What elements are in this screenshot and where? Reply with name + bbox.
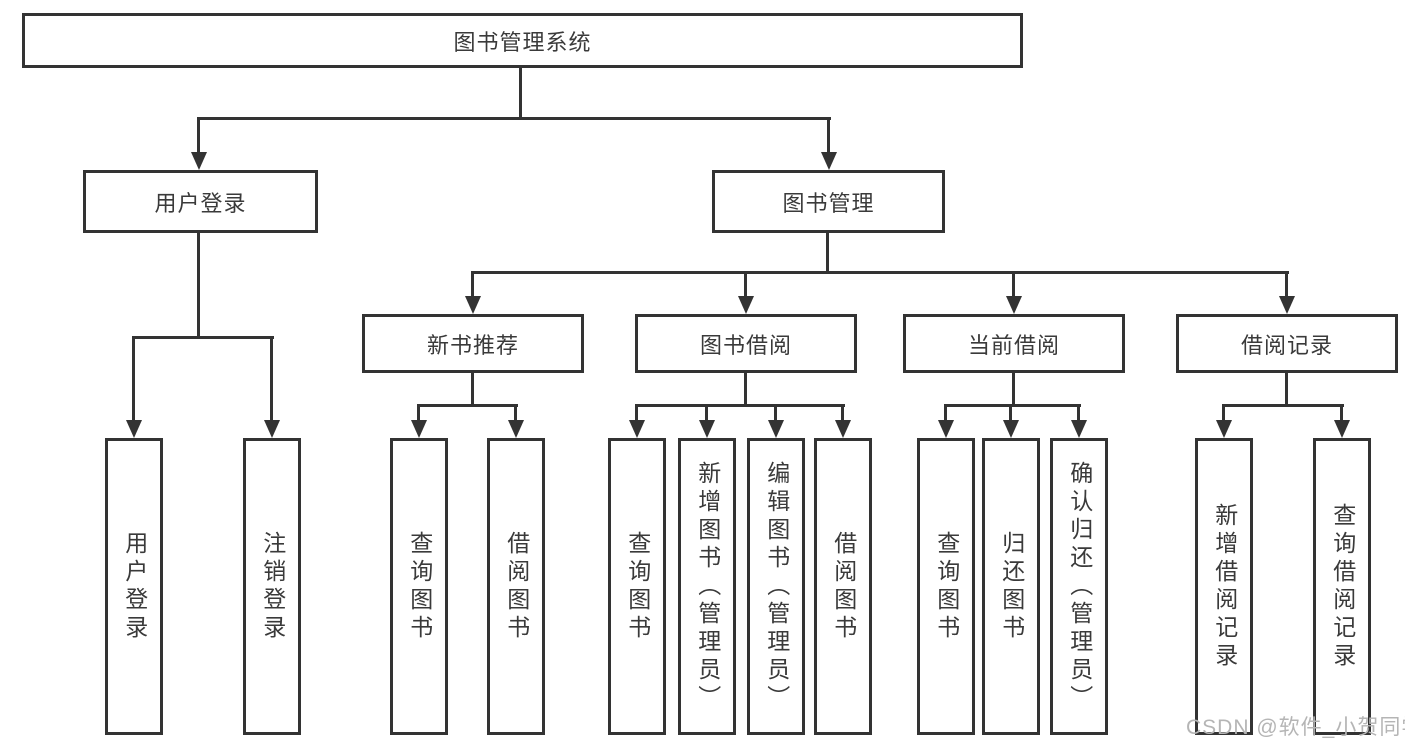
arrowhead-icon xyxy=(411,420,427,438)
connector-line xyxy=(514,404,517,422)
connector-line xyxy=(197,117,831,120)
connector-line xyxy=(1222,404,1344,407)
arrowhead-icon xyxy=(1216,420,1232,438)
arrowhead-icon xyxy=(768,420,784,438)
connector-line xyxy=(635,404,845,407)
node-book-borrow: 图书借阅 xyxy=(635,314,857,373)
connector-line xyxy=(827,117,830,154)
leaf-logout: 注销登录 xyxy=(243,438,301,735)
connector-line xyxy=(132,336,135,422)
leaf-edit-book-admin: 编辑图书（管理员） xyxy=(747,438,805,735)
connector-line xyxy=(1077,404,1080,422)
connector-line xyxy=(270,336,273,422)
arrowhead-icon xyxy=(1006,296,1022,314)
connector-line xyxy=(132,336,274,339)
arrowhead-icon xyxy=(629,420,645,438)
connector-line xyxy=(471,271,1289,274)
connector-line xyxy=(1222,404,1225,422)
node-user-login: 用户登录 xyxy=(83,170,318,233)
leaf-user-login: 用户登录 xyxy=(105,438,163,735)
connector-line xyxy=(841,404,844,422)
connector-line xyxy=(1340,404,1343,422)
connector-line xyxy=(1285,271,1288,298)
connector-line xyxy=(944,404,1081,407)
leaf-return-book: 归还图书 xyxy=(982,438,1040,735)
connector-line xyxy=(1012,271,1015,298)
arrowhead-icon xyxy=(508,420,524,438)
arrowhead-icon xyxy=(938,420,954,438)
arrowhead-icon xyxy=(264,420,280,438)
node-borrow-record: 借阅记录 xyxy=(1176,314,1398,373)
connector-line xyxy=(944,404,947,422)
leaf-newbook-query-book: 查询图书 xyxy=(390,438,448,735)
arrowhead-icon xyxy=(1279,296,1295,314)
arrowhead-icon xyxy=(738,296,754,314)
leaf-borrow-book: 借阅图书 xyxy=(814,438,872,735)
connector-line xyxy=(705,404,708,422)
leaf-add-book-admin: 新增图书（管理员） xyxy=(678,438,736,735)
connector-line xyxy=(197,233,200,339)
connector-line xyxy=(826,233,829,274)
connector-line xyxy=(471,373,474,407)
leaf-current-query-book: 查询图书 xyxy=(917,438,975,735)
connector-line xyxy=(471,271,474,298)
connector-line xyxy=(519,68,522,118)
connector-line xyxy=(197,117,200,154)
arrowhead-icon xyxy=(835,420,851,438)
node-new-book-recommend: 新书推荐 xyxy=(362,314,584,373)
leaf-query-borrow-record: 查询借阅记录 xyxy=(1313,438,1371,735)
arrowhead-icon xyxy=(465,296,481,314)
arrowhead-icon xyxy=(821,152,837,170)
connector-line xyxy=(417,404,420,422)
csdn-watermark: CSDN @软件_小贺同学 xyxy=(1186,716,1405,739)
leaf-borrow-query-book: 查询图书 xyxy=(608,438,666,735)
leaf-newbook-borrow-book: 借阅图书 xyxy=(487,438,545,735)
connector-line xyxy=(1012,373,1015,407)
arrowhead-icon xyxy=(1003,420,1019,438)
leaf-add-borrow-record: 新增借阅记录 xyxy=(1195,438,1253,735)
arrowhead-icon xyxy=(1071,420,1087,438)
connector-line xyxy=(417,404,518,407)
connector-line xyxy=(774,404,777,422)
node-current-borrow: 当前借阅 xyxy=(903,314,1125,373)
leaf-confirm-return-admin: 确认归还（管理员） xyxy=(1050,438,1108,735)
connector-line xyxy=(635,404,638,422)
connector-line xyxy=(1285,373,1288,407)
node-book-management: 图书管理 xyxy=(712,170,945,233)
connector-line xyxy=(744,271,747,298)
connector-line xyxy=(744,373,747,407)
arrowhead-icon xyxy=(126,420,142,438)
node-root: 图书管理系统 xyxy=(22,13,1023,68)
connector-line xyxy=(1009,404,1012,422)
arrowhead-icon xyxy=(699,420,715,438)
arrowhead-icon xyxy=(191,152,207,170)
arrowhead-icon xyxy=(1334,420,1350,438)
